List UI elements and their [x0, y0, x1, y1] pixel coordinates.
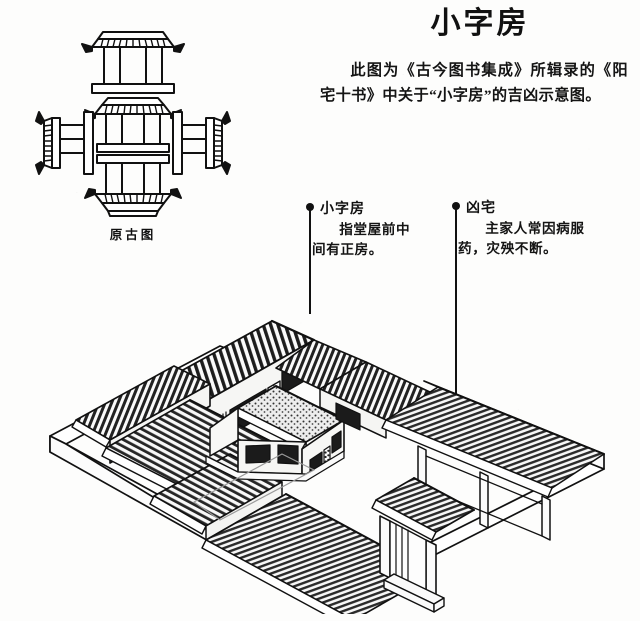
leader-line — [455, 209, 457, 427]
filled-circle-icon — [452, 202, 460, 210]
gate-house — [371, 477, 475, 613]
central-small-house — [205, 385, 345, 482]
annotation-description: 指堂屋前中间有正房。 — [312, 222, 411, 257]
original-diagram-caption: 原古图 — [109, 228, 157, 242]
original-diagram-figure — [8, 8, 258, 258]
intro-paragraph: 此图为《古今图书集成》所辑录的《阳宅十书》中关于“小字房”的吉凶示意图。 — [320, 62, 628, 104]
annotation-description: 主家人常因病服药，灾殃不断。 — [458, 221, 585, 256]
courtyard-ground — [193, 453, 315, 521]
wing-left — [35, 111, 94, 175]
page-title: 小字房 — [430, 7, 530, 40]
filled-circle-icon — [306, 203, 314, 211]
annotation-label: 凶宅 — [466, 199, 496, 215]
east-wing-upper — [275, 339, 433, 439]
pavilion-center-upper — [84, 97, 182, 164]
leader-line — [309, 210, 311, 314]
courtyard-illustration-figure — [14, 288, 630, 614]
wing-right — [172, 111, 231, 175]
pavilion-bottom — [84, 162, 182, 217]
pavilion-top — [81, 31, 185, 94]
annotation-label: 小字房 — [320, 200, 365, 216]
south-range — [201, 493, 435, 614]
